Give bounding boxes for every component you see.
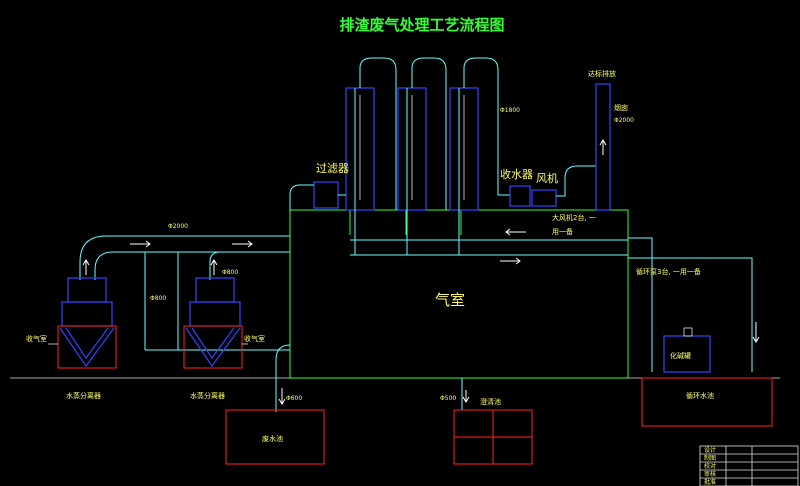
water-collector (509, 185, 531, 207)
main-inlet-pipe (79, 235, 290, 280)
pipe-1800-label: Φ1800 (500, 107, 520, 114)
title-block-cell: 制图 (704, 454, 716, 462)
circulation-pool-label: 循环水池 (686, 391, 714, 400)
pipe-800-a-label: Φ800 (222, 269, 238, 276)
separator-left (57, 259, 117, 369)
collector-label: 收水器 (500, 167, 533, 181)
gas-intake-right-label: 收气室 (244, 334, 265, 343)
chimney-discharge-label: 达标排放 (588, 69, 616, 78)
right-arrow (500, 257, 521, 265)
down-arrow (462, 390, 470, 403)
right-arrow (130, 240, 151, 248)
fan-unit (531, 189, 557, 207)
chimney-dia-label: Φ2000 (614, 117, 634, 124)
circulation-supply-pipe (628, 237, 653, 372)
fan-note-1: 大风机2台, 一 (552, 213, 596, 222)
title-block-cell: 批准 (704, 478, 716, 486)
separator-left-label: 水蒸分离器 (66, 391, 101, 400)
title-block-cell: 校对 (704, 462, 716, 470)
main-inlet-pipe-inner (94, 251, 290, 280)
separator-right (183, 259, 243, 369)
down-arrow (752, 322, 760, 343)
fan-label: 风机 (536, 171, 558, 185)
chimney-label: 烟囱 (614, 103, 628, 112)
fan-to-chimney-pipe (556, 165, 596, 197)
sediment-pipe-label: Φ500 (440, 395, 456, 402)
fan-note-2: 用一备 (552, 227, 573, 236)
title-block: 设计 制图 校对 审核 批准 (699, 445, 799, 486)
pump-note: 循环泵3台, 一用一备 (636, 267, 701, 276)
alkali-tank-cap (683, 327, 693, 337)
wastewater-pipe-label: Φ600 (286, 395, 302, 402)
title-block-cell: 审核 (704, 470, 716, 478)
scrubber-tower (449, 57, 510, 255)
gas-chamber-label: 气室 (435, 291, 465, 309)
pipe-2000-label: Φ2000 (168, 223, 188, 230)
sediment-pool-label: 澄清池 (480, 397, 501, 406)
left-arrow (505, 228, 526, 236)
circulation-pool (641, 377, 773, 427)
circulation-return-pipe (350, 254, 753, 372)
diagram-title: 排渣废气处理工艺流程图 (339, 16, 504, 34)
gas-intake-left-label: 收气室 (26, 334, 47, 343)
right-arrow (232, 240, 253, 248)
scrubber-tower (397, 57, 447, 255)
scrubber-tower (345, 57, 397, 255)
separator-pipe (209, 251, 221, 280)
filter-label: 过滤器 (316, 162, 349, 175)
wastewater-pool-label: 废水池 (262, 434, 283, 443)
down-arrow (278, 388, 286, 405)
separator-right-label: 水蒸分离器 (190, 391, 225, 400)
chimney (595, 83, 611, 211)
wastewater-pool (225, 409, 325, 465)
title-block-cell: 设计 (704, 446, 716, 454)
wastewater-pipe (275, 344, 291, 412)
alkali-tank-label: 化碱罐 (670, 351, 691, 360)
up-arrow (599, 139, 607, 155)
filter-unit (289, 181, 346, 210)
pipe-800-b-label: Φ800 (150, 295, 166, 302)
